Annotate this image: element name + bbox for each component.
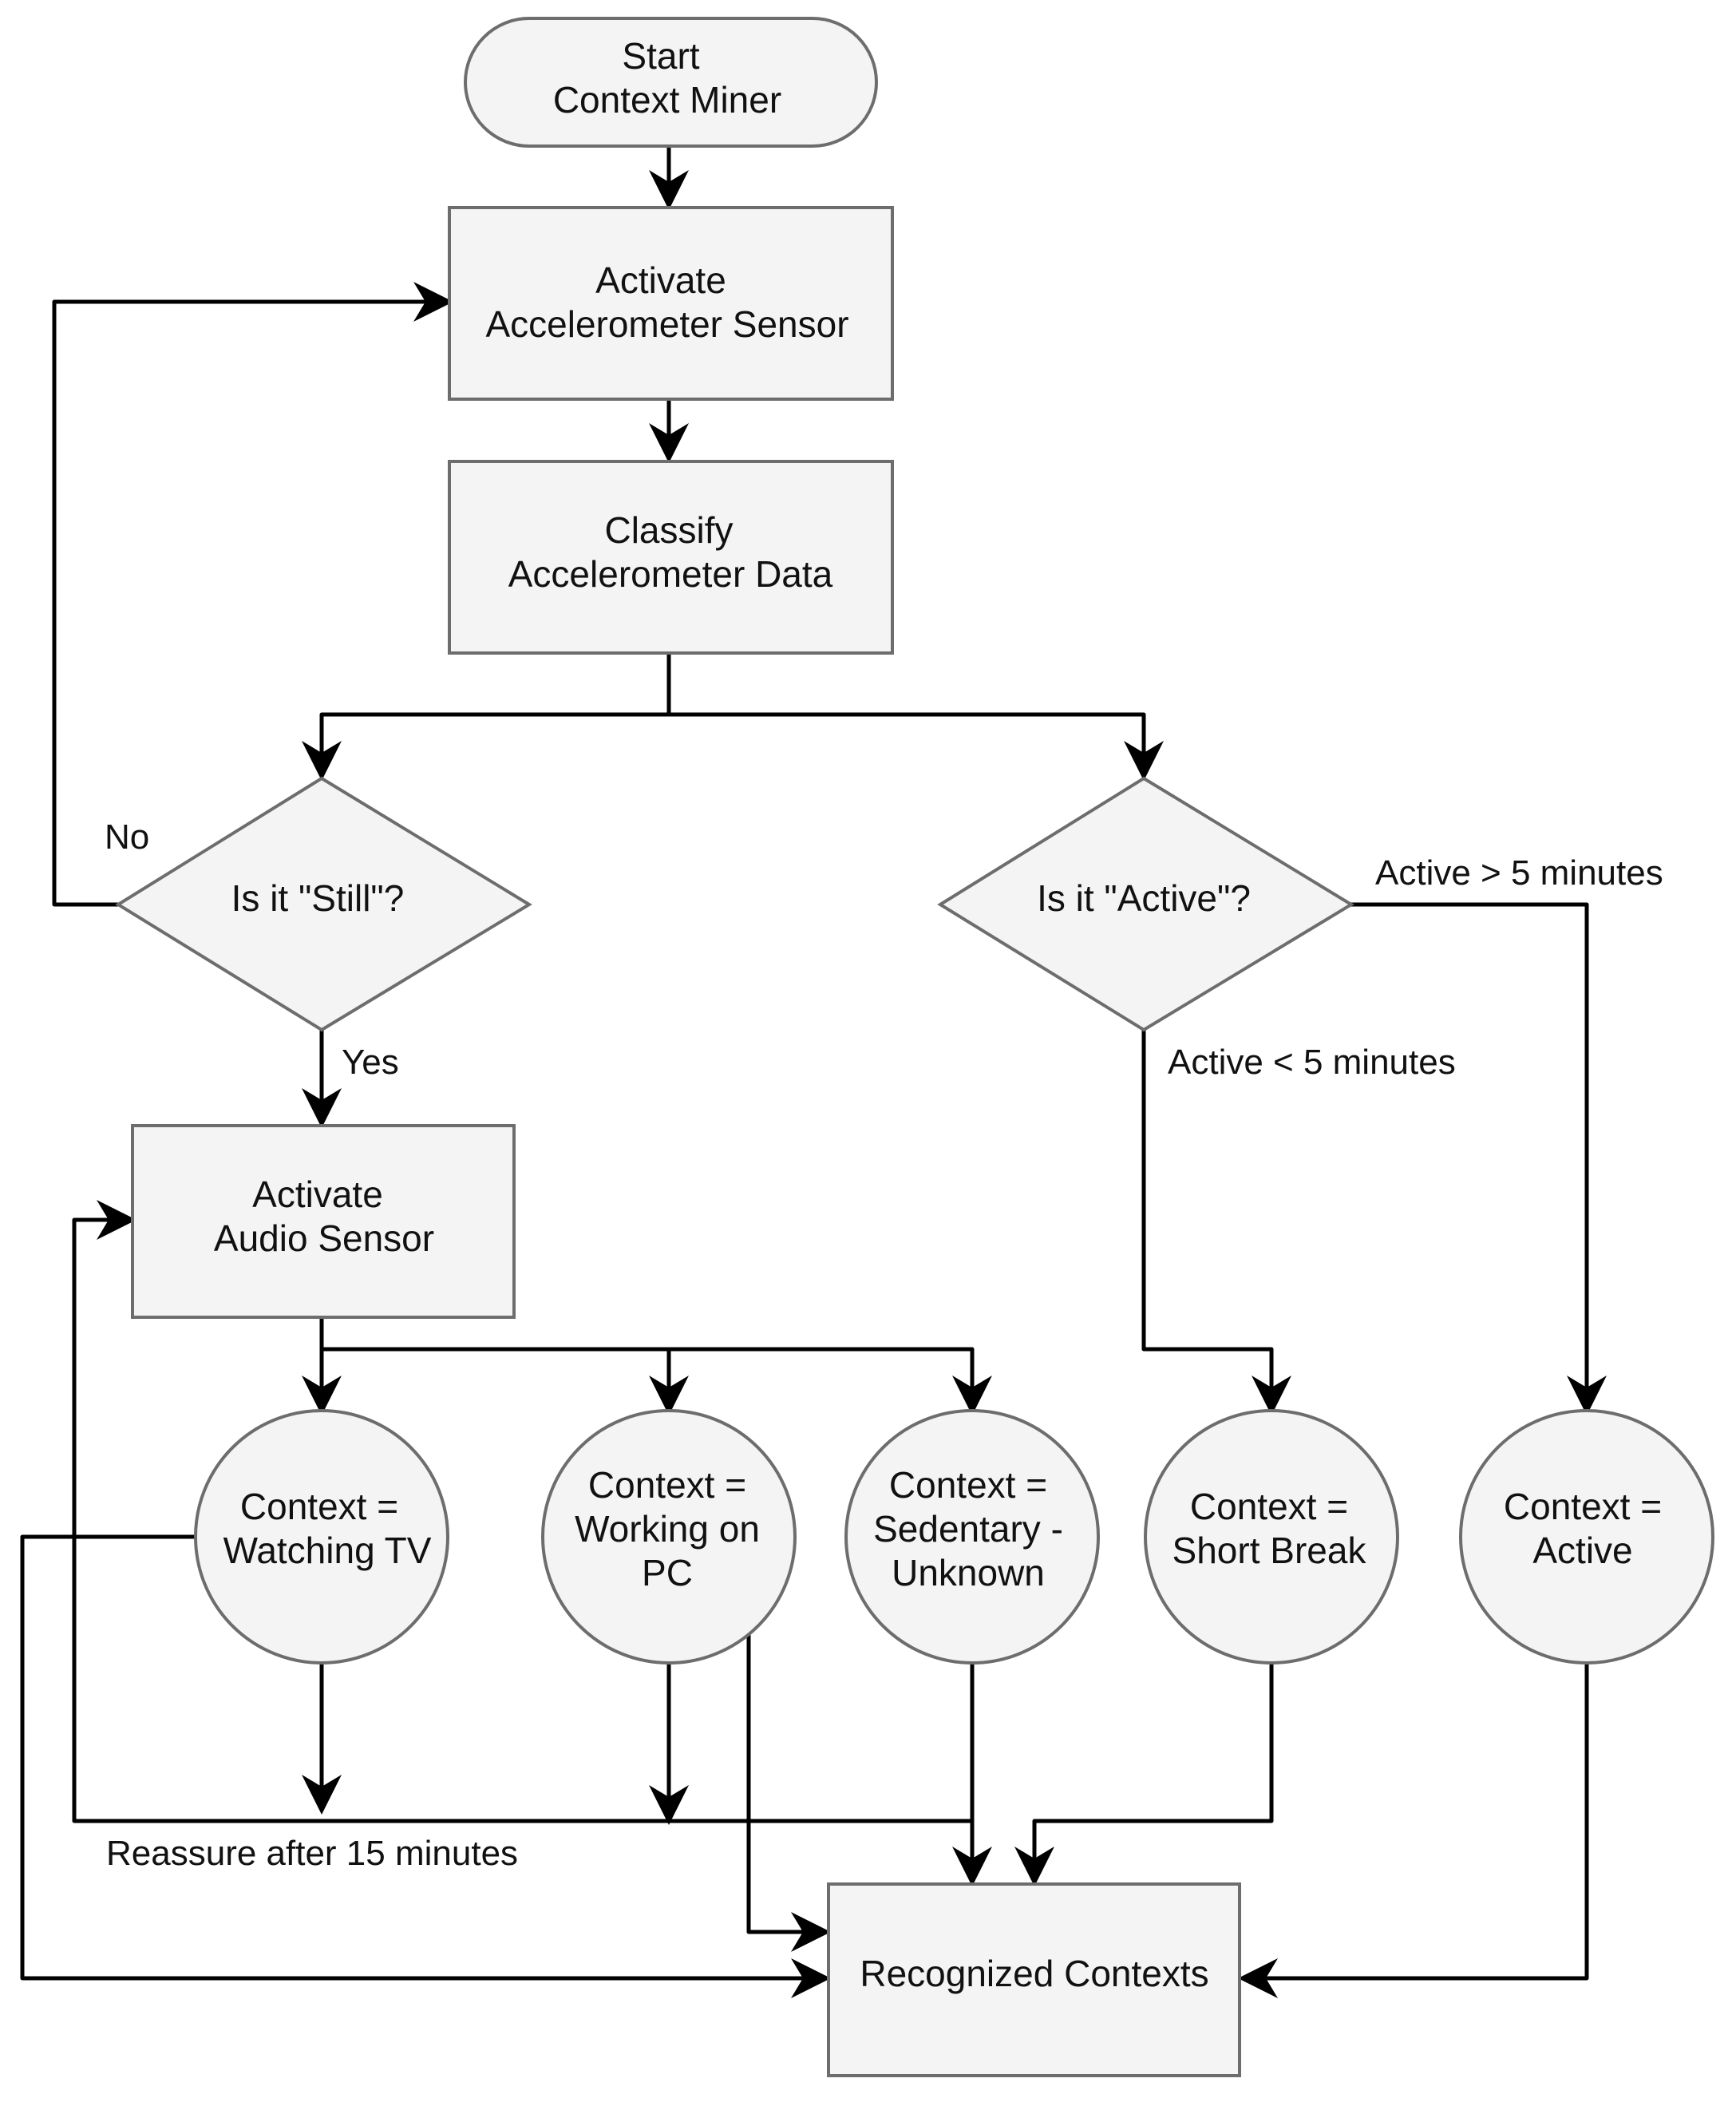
is-still-label: Is it "Still"? bbox=[231, 877, 405, 919]
recognized-contexts-label: Recognized Contexts bbox=[860, 1953, 1208, 1994]
edge-activate-audio-to-ctx-pc bbox=[322, 1347, 689, 1415]
start-label-line1: Start bbox=[622, 35, 699, 77]
edge-label-active-less-than-5: Active < 5 minutes bbox=[1168, 1043, 1456, 1082]
context-sedentary-unknown-node bbox=[844, 1409, 1100, 1665]
edge-ctx-active-to-recognized bbox=[1238, 1663, 1589, 1998]
context-active-label-line1: Context = bbox=[1504, 1486, 1662, 1527]
activate-audio-box bbox=[131, 1124, 516, 1319]
context-watching-tv-node bbox=[194, 1409, 449, 1665]
edge-ctx-tv-to-recognized bbox=[20, 1534, 831, 1998]
context-short-break-node bbox=[1144, 1409, 1399, 1665]
context-active-node bbox=[1459, 1409, 1714, 1665]
classify-accelerometer-box bbox=[448, 460, 894, 655]
activate-accelerometer-box bbox=[448, 206, 894, 401]
recognized-contexts-box bbox=[827, 1882, 1241, 2077]
context-short-break-label-line2: Short Break bbox=[1172, 1530, 1367, 1571]
is-still-decision bbox=[115, 776, 532, 1032]
classify-accelerometer-label-line2: Accelerometer Data bbox=[508, 553, 833, 595]
context-watching-tv-label-line2: Watching TV bbox=[223, 1530, 432, 1571]
context-sedentary-unknown-label-line2: Sedentary - bbox=[873, 1508, 1063, 1550]
context-active-label-line2: Active bbox=[1532, 1530, 1632, 1571]
edge-label-active-more-than-5: Active > 5 minutes bbox=[1375, 853, 1663, 893]
edge-label-yes: Yes bbox=[342, 1043, 399, 1082]
start-label-line2: Context Miner bbox=[553, 79, 781, 121]
edge-is-active-to-ctx-active bbox=[1351, 902, 1607, 1415]
activate-audio-label-line2: Audio Sensor bbox=[214, 1217, 434, 1259]
classify-accelerometer-label-line1: Classify bbox=[604, 509, 733, 551]
context-working-on-pc-label-line3: PC bbox=[642, 1552, 693, 1593]
context-sedentary-unknown-label-line1: Context = bbox=[889, 1464, 1047, 1506]
edge-label-reassure: Reassure after 15 minutes bbox=[106, 1834, 518, 1873]
edge-label-no: No bbox=[105, 817, 149, 857]
context-sedentary-unknown-label-line3: Unknown bbox=[892, 1552, 1045, 1593]
context-working-on-pc-node bbox=[541, 1409, 797, 1665]
activate-audio-label-line1: Activate bbox=[252, 1174, 383, 1215]
context-watching-tv-label-line1: Context = bbox=[240, 1486, 398, 1527]
edge-classify-to-is-still bbox=[302, 653, 671, 781]
context-short-break-label-line1: Context = bbox=[1190, 1486, 1348, 1527]
edge-ctx-pc-to-recognized bbox=[746, 1619, 831, 1952]
is-active-decision bbox=[937, 776, 1354, 1032]
is-active-label: Is it "Active"? bbox=[1037, 877, 1251, 919]
context-working-on-pc-label-line1: Context = bbox=[588, 1464, 746, 1506]
context-working-on-pc-label-line2: Working on bbox=[575, 1508, 760, 1550]
start-terminator bbox=[464, 17, 878, 148]
edge-activate-audio-to-ctx-unknown bbox=[669, 1347, 992, 1415]
edge-ctx-break-to-recognized bbox=[1014, 1663, 1274, 1886]
edge-is-still-no-to-activate-accel bbox=[52, 282, 453, 907]
edge-classify-to-is-active bbox=[669, 712, 1164, 781]
edge-reassure-loop-to-activate-audio bbox=[72, 1200, 972, 1823]
edge-is-active-to-ctx-break bbox=[1141, 1030, 1291, 1415]
activate-accelerometer-label-line1: Activate bbox=[595, 259, 726, 301]
activate-accelerometer-label-line2: Accelerometer Sensor bbox=[485, 303, 848, 345]
